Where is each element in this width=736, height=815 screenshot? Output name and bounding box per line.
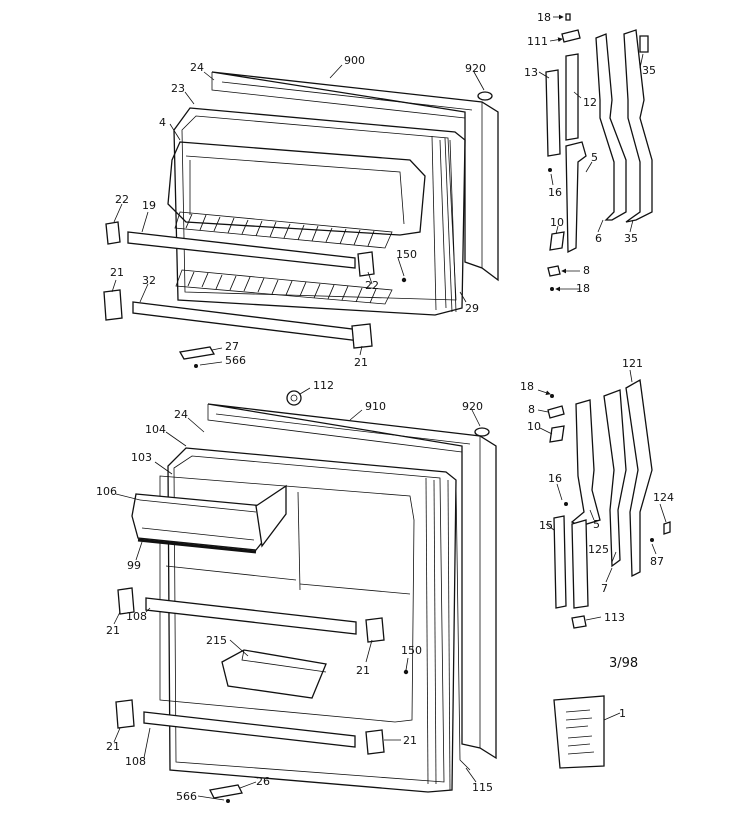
- callout-27: 27: [225, 340, 239, 353]
- rail-end-cap-21c: [117, 587, 135, 615]
- callout-22b: 22: [365, 279, 379, 292]
- hinge-26: [209, 784, 243, 799]
- plug-920b: [474, 427, 490, 437]
- rail-end-cap-22b: [357, 251, 375, 277]
- callout-106: 106: [96, 485, 117, 498]
- callout-108: 108: [126, 610, 147, 623]
- callout-leader-lines: [111, 14, 667, 801]
- hinge-27: [178, 346, 216, 360]
- callout-6: 6: [595, 232, 602, 245]
- revision-date: 3/98: [609, 656, 638, 671]
- callout-124: 124: [653, 491, 674, 504]
- callout-10: 10: [550, 216, 564, 229]
- door-rail-108-upper: [145, 597, 357, 635]
- callout-16: 16: [548, 186, 562, 199]
- use-and-care-manual: [553, 695, 605, 769]
- callout-113: 113: [604, 611, 625, 624]
- callout-8b: 8: [528, 403, 535, 416]
- callout-215: 215: [206, 634, 227, 647]
- callout-24b: 24: [174, 408, 188, 421]
- callout-87: 87: [650, 555, 664, 568]
- callout-111: 111: [527, 35, 548, 48]
- callout-108b: 108: [125, 755, 146, 768]
- callout-99: 99: [127, 559, 141, 572]
- freezer-rail-upper: [127, 231, 356, 269]
- freezer-rail-lower: [132, 301, 361, 342]
- callout-16b: 16: [548, 472, 562, 485]
- callout-12: 12: [583, 96, 597, 109]
- callout-910: 910: [365, 400, 386, 413]
- callout-112: 112: [313, 379, 334, 392]
- callout-920b: 920: [462, 400, 483, 413]
- callout-labels: 18 111 13 12 35 24 900 920 23 4 5 16 22 …: [96, 11, 674, 803]
- callout-150b: 150: [401, 644, 422, 657]
- callout-21e: 21: [106, 740, 120, 753]
- callout-10b: 10: [527, 420, 541, 433]
- shelf-bin-215: [221, 649, 327, 699]
- callout-566: 566: [225, 354, 246, 367]
- callout-21c: 21: [106, 624, 120, 637]
- callout-5: 5: [591, 151, 598, 164]
- callout-22: 22: [115, 193, 129, 206]
- callout-1: 1: [619, 707, 626, 720]
- callout-4: 4: [159, 116, 166, 129]
- callout-5b: 5: [593, 518, 600, 531]
- callout-125: 125: [588, 543, 609, 556]
- callout-900: 900: [344, 54, 365, 67]
- freezer-handle-hardware: [545, 13, 653, 291]
- callout-21: 21: [110, 266, 124, 279]
- rail-end-cap-21f: [365, 729, 385, 755]
- plug-920: [477, 91, 493, 101]
- callout-35: 35: [642, 64, 656, 77]
- rail-end-cap-21: [103, 289, 123, 321]
- callout-8: 8: [583, 264, 590, 277]
- freezer-door-assembly: [103, 71, 499, 368]
- callout-18b: 18: [576, 282, 590, 295]
- callout-18: 18: [537, 11, 551, 24]
- fresh-food-handle-hardware: [547, 378, 671, 629]
- rail-end-cap-22: [105, 221, 121, 245]
- callout-115: 115: [472, 781, 493, 794]
- callout-26: 26: [256, 775, 270, 788]
- callout-32: 32: [142, 274, 156, 287]
- door-rail-108-lower: [143, 711, 356, 748]
- callout-13: 13: [524, 66, 538, 79]
- callout-103: 103: [131, 451, 152, 464]
- rail-end-cap-21d: [365, 617, 385, 643]
- callout-21b: 21: [354, 356, 368, 369]
- callout-104: 104: [145, 423, 166, 436]
- callout-920: 920: [465, 62, 486, 75]
- rail-end-cap-21e: [115, 699, 135, 729]
- freezer-lower-shelf-grid: [175, 269, 393, 305]
- callout-19: 19: [142, 199, 156, 212]
- fresh-food-door-assembly: [115, 390, 497, 803]
- plug-112: [286, 390, 302, 406]
- callout-7: 7: [601, 582, 608, 595]
- callout-566b: 566: [176, 790, 197, 803]
- callout-35b: 35: [624, 232, 638, 245]
- rail-end-cap-21b: [351, 323, 373, 349]
- callout-15: 15: [539, 519, 553, 532]
- callout-24: 24: [190, 61, 204, 74]
- callout-18c: 18: [520, 380, 534, 393]
- callout-29: 29: [465, 302, 479, 315]
- freezer-upper-shelf-grid: [174, 211, 393, 249]
- callout-150: 150: [396, 248, 417, 261]
- callout-21d: 21: [356, 664, 370, 677]
- callout-121: 121: [622, 357, 643, 370]
- callout-21f: 21: [403, 734, 417, 747]
- callout-23: 23: [171, 82, 185, 95]
